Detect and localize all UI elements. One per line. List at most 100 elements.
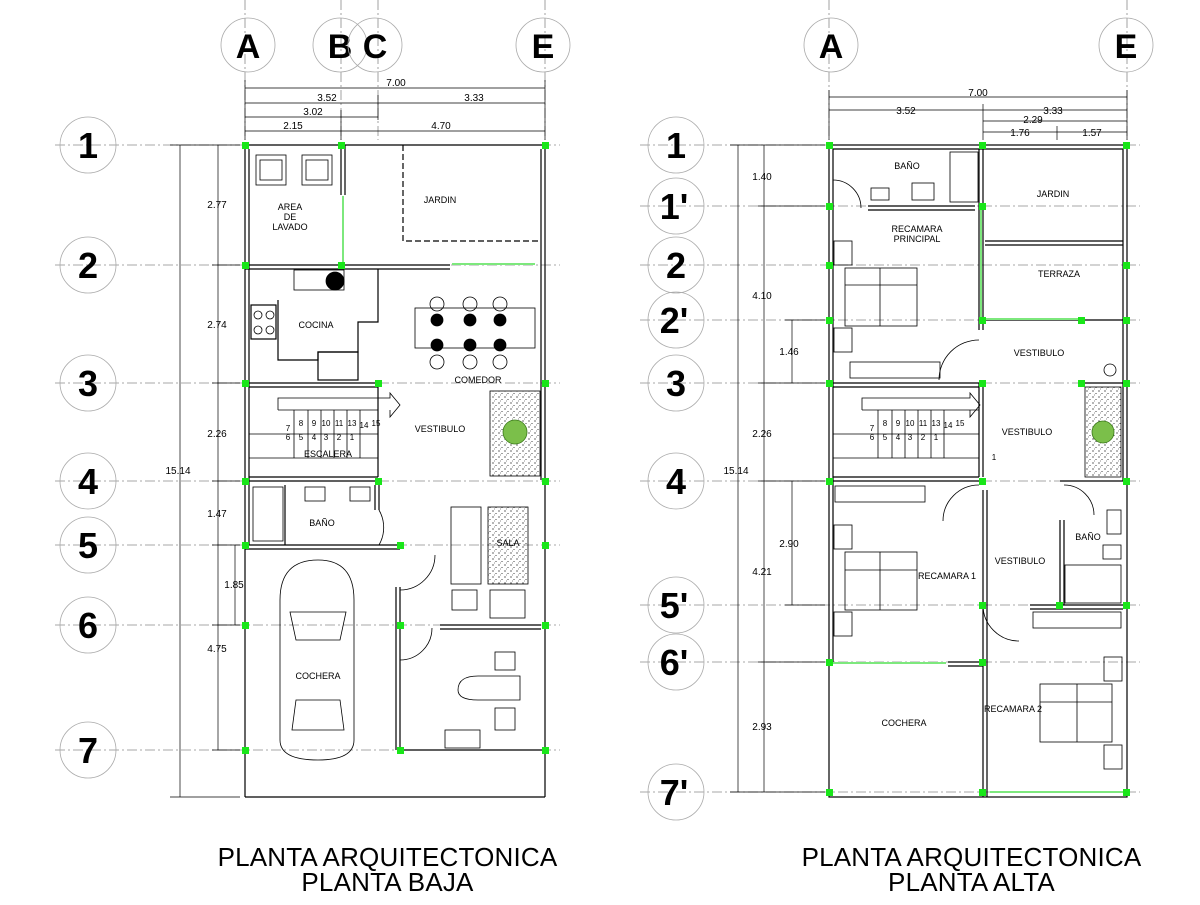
drawing-label: 9 [312,419,317,428]
drawing-label: 1 [992,453,997,462]
axis-bubble-1: 1 [59,116,117,174]
drawing-label: 1' [660,186,689,227]
dim-alta-2-93: 2.93 [752,722,772,733]
drawing-label: 8 [299,419,304,428]
drawing-label: E [1115,28,1138,66]
drawing-label: 11 [919,419,928,428]
dim-3-02: 3.02 [303,107,323,118]
plan-baja-title-line1: PLANTA ARQUITECTONICA [217,842,558,872]
drawing-label: 3 [324,433,329,442]
drawing-label: 15 [956,419,965,428]
drawing-label: 14 [360,421,369,430]
drawing-label: 10 [322,419,331,428]
axis-bubble-6: 6 [59,596,117,654]
axis-bubble-A: A [220,17,276,73]
room-alta-jardin: JARDIN [1037,189,1070,199]
plan-baja-title: PLANTA ARQUITECTONICA PLANTA BAJA [180,842,595,895]
axis-bubble-5p-alta: 5' [647,576,705,634]
axis-bubble-C: C [347,17,403,73]
dining-chairs-baja [429,296,508,370]
column-nodes-baja [242,142,549,754]
axis-bubble-1p-alta: 1' [647,177,705,235]
dim-3-33: 3.33 [464,93,484,104]
drawing-label: 4 [666,461,686,502]
drawing-label: 1 [350,433,355,442]
axis-bubble-4-alta: 4 [647,452,705,510]
dim-alta-4-21: 4.21 [752,567,772,578]
axis-bubble-A-alta: A [803,17,859,73]
axis-bubble-4: 4 [59,452,117,510]
drawing-label: 3 [78,363,98,404]
drawing-label: 7 [286,424,291,433]
dim-alta-total-height: 15.14 [723,466,748,477]
axis-bubble-7p-alta: 7' [647,763,705,821]
axis-bubble-3: 3 [59,354,117,412]
room-vestibulo-1: VESTIBULO [1014,348,1065,358]
dim-alta-1-46: 1.46 [779,347,799,358]
drawing-label: 1 [934,433,939,442]
room-recamara-principal-2: PRINCIPAL [894,234,941,244]
room-vestibulo-3: VESTIBULO [995,556,1046,566]
room-cochera: COCHERA [295,671,340,681]
drawing-label: 7 [78,730,98,771]
room-area-lavado-3: LAVADO [272,222,307,232]
axis-bubble-2p-alta: 2' [647,291,705,349]
walls-alta [828,144,1128,798]
windows-alta [833,208,1123,793]
drawing-label: 4 [312,433,317,442]
drawing-label: 2' [660,300,689,341]
dim-alta-total-width: 7.00 [968,88,988,99]
room-jardin: JARDIN [424,195,457,205]
dim-total-width: 7.00 [386,78,406,89]
axis-bubble-7: 7 [59,721,117,779]
room-vestibulo-2: VESTIBULO [1002,427,1053,437]
drawing-label: A [236,28,261,66]
dim-2-77: 2.77 [207,200,227,211]
room-terraza: TERRAZA [1038,269,1080,279]
dim-alta-2-29: 2.29 [1023,115,1043,126]
plan-alta: A E 1 1' 2 2' 3 4 5' 6' 7' 7.00 3.52 3.3… [640,0,1154,821]
drawing-label: 1 [666,125,686,166]
drawing-label: 1 [78,125,98,166]
room-comedor: COMEDOR [455,375,503,385]
dim-total-height: 15.14 [165,466,190,477]
drawing-label: 10 [906,419,915,428]
room-recamara-1: RECAMARA 1 [918,571,976,581]
dim-2-15: 2.15 [283,121,303,132]
fixtures-alta [832,151,1123,770]
drawing-label: 4 [896,433,901,442]
room-vestibulo: VESTIBULO [415,424,466,434]
dim-alta-3-33: 3.33 [1043,106,1063,117]
dim-4-75: 4.75 [207,644,227,655]
plan-alta-title: PLANTA ARQUITECTONICA PLANTA ALTA [764,842,1179,895]
dim-alta-1-40: 1.40 [752,172,772,183]
axis-bubble-1-alta: 1 [647,116,705,174]
dim-alta-2-26: 2.26 [752,429,772,440]
drawing-label: C [363,28,388,66]
drawing-label: 3 [908,433,913,442]
dim-1-85: 1.85 [224,580,244,591]
side-dimensions-alta [730,144,825,793]
column-nodes-alta [826,142,1130,796]
drawing-label: 6 [870,433,875,442]
dim-4-70: 4.70 [431,121,451,132]
room-escalera: ESCALERA [304,449,352,459]
room-area-lavado-2: DE [284,212,297,222]
drawing-label: 5 [299,433,304,442]
room-cocina: COCINA [298,320,333,330]
plan-baja: A B C E 1 2 3 4 5 6 7 [55,0,571,798]
top-dimensions-alta [828,90,1128,140]
plan-alta-title-line1: PLANTA ARQUITECTONICA [801,842,1142,872]
drawing-label: 7' [660,772,689,813]
dim-alta-4-10: 4.10 [752,291,772,302]
drawing-label: 15 [372,419,381,428]
room-alta-bano-top: BAÑO [894,161,920,171]
drawing-label: 8 [883,419,888,428]
dim-alta-2-90: 2.90 [779,539,799,550]
stair-alta [833,391,981,459]
drawing-label: 5 [883,433,888,442]
dim-2-26: 2.26 [207,429,227,440]
stair-baja [249,391,401,459]
